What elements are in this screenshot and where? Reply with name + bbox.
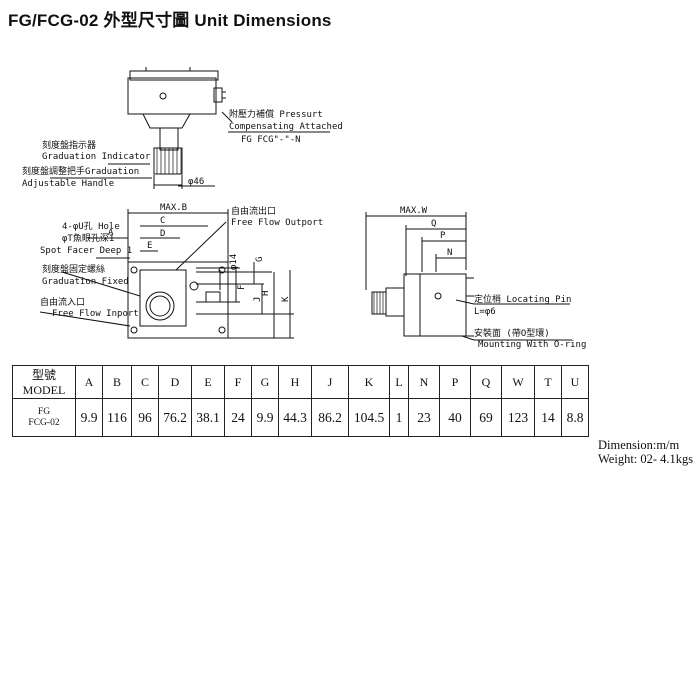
c-label: C <box>160 216 165 226</box>
d-label: D <box>160 229 165 239</box>
dimension-drawing: 附壓力補償 Pressurt Compensating Attached FG … <box>22 67 586 350</box>
dia-46-label: φ46 <box>188 177 204 187</box>
free-flow-outport-en: Free Flow Outport <box>231 218 323 228</box>
free-flow-inport-zh: 自由流入口 <box>40 296 85 308</box>
col-p: P <box>439 365 471 399</box>
val-k: 104.5 <box>348 398 390 437</box>
val-w: 123 <box>501 398 535 437</box>
model-header: 型號 MODEL <box>12 365 76 399</box>
page-title: FG/FCG-02 外型尺寸圖 Unit Dimensions <box>8 11 332 30</box>
mounting-zh: 安裝面 (帶O型環) <box>474 327 550 339</box>
col-a: A <box>75 365 103 399</box>
side-view-valve <box>365 212 572 341</box>
table-row: FG FCG-02 9.9 116 96 76.2 38.1 24 9.9 44… <box>12 398 589 437</box>
val-q: 69 <box>470 398 502 437</box>
col-t: T <box>534 365 562 399</box>
col-e: E <box>191 365 225 399</box>
a-label: A <box>108 228 114 238</box>
model-cell: FG FCG-02 <box>12 398 76 437</box>
adjustable-handle-en: Adjustable Handle <box>22 179 114 189</box>
locating-pin-size: L=φ6 <box>474 307 496 317</box>
val-u: 8.8 <box>561 398 589 437</box>
val-l: 1 <box>389 398 409 437</box>
col-f: F <box>224 365 252 399</box>
col-q: Q <box>470 365 502 399</box>
graduation-fixed-en: Graduation Fixed <box>42 277 129 287</box>
val-j: 86.2 <box>311 398 349 437</box>
mounting-en: Mounting With O-ring <box>478 340 586 350</box>
col-c: C <box>131 365 159 399</box>
top-view-valve <box>50 67 330 189</box>
col-h: H <box>278 365 312 399</box>
col-d: D <box>158 365 192 399</box>
pressure-comp-zh: 附壓力補償 Pressurt <box>229 108 323 120</box>
n-label: N <box>447 248 452 258</box>
locating-pin-label: 定位梢 Locating Pin <box>474 293 571 305</box>
val-d: 76.2 <box>158 398 192 437</box>
col-j: J <box>311 365 349 399</box>
graduation-indicator-en: Graduation Indicator <box>42 152 151 162</box>
pressure-comp-en: Compensating Attached <box>229 122 343 132</box>
val-b: 116 <box>102 398 132 437</box>
q-label: Q <box>431 219 436 229</box>
col-w: W <box>501 365 535 399</box>
hole-label-2: φT魚眼孔深1 <box>62 232 114 244</box>
col-n: N <box>408 365 440 399</box>
col-l: L <box>389 365 409 399</box>
free-flow-inport-en: Free Flow Inport <box>52 309 139 319</box>
val-p: 40 <box>439 398 471 437</box>
col-k: K <box>348 365 390 399</box>
val-e: 38.1 <box>191 398 225 437</box>
dia-14-label: φ14 <box>229 254 239 270</box>
j-label: J <box>253 297 263 302</box>
adjustable-handle-zh: 刻度盤調整把手Graduation <box>22 165 139 177</box>
max-w-label: MAX.W <box>400 206 428 216</box>
dimension-note: Dimension:m/m <box>598 438 680 452</box>
g-label: G <box>255 257 265 262</box>
val-t: 14 <box>534 398 562 437</box>
model-line-2: FCG-02 <box>28 417 60 428</box>
col-g: G <box>251 365 279 399</box>
max-b-label: MAX.B <box>160 203 187 213</box>
dimension-table: 型號 MODEL A B C D E F G H J K L N P Q W T… <box>12 365 589 437</box>
k-label: K <box>281 296 291 302</box>
h-label: H <box>261 291 271 296</box>
val-f: 24 <box>224 398 252 437</box>
graduation-indicator-zh: 刻度盤指示器 <box>42 139 96 151</box>
free-flow-outport-zh: 自由流出口 <box>231 205 276 217</box>
col-u: U <box>561 365 589 399</box>
hole-label-3: Spot Facer Deep 1 <box>40 246 132 256</box>
val-g: 9.9 <box>251 398 279 437</box>
graduation-fixed-zh: 刻度盤固定螺絲 <box>42 263 105 275</box>
model-code: FG FCG"-"-N <box>241 135 301 145</box>
unit-notes: Dimension:m/m Weight: 02- 4.1kgs <box>598 438 693 466</box>
weight-note: Weight: 02- 4.1kgs <box>598 452 694 466</box>
val-h: 44.3 <box>278 398 312 437</box>
e-label: E <box>147 241 152 251</box>
p-label: P <box>440 231 446 241</box>
f-label: F <box>237 285 247 290</box>
hole-label-1: 4-φU孔 Hole <box>62 221 120 232</box>
front-view-valve <box>39 209 294 339</box>
val-c: 96 <box>131 398 159 437</box>
model-line-1: FG <box>37 406 51 417</box>
val-n: 23 <box>408 398 440 437</box>
col-b: B <box>102 365 132 399</box>
table-header-row: 型號 MODEL A B C D E F G H J K L N P Q W T… <box>12 365 589 399</box>
val-a: 9.9 <box>75 398 103 437</box>
